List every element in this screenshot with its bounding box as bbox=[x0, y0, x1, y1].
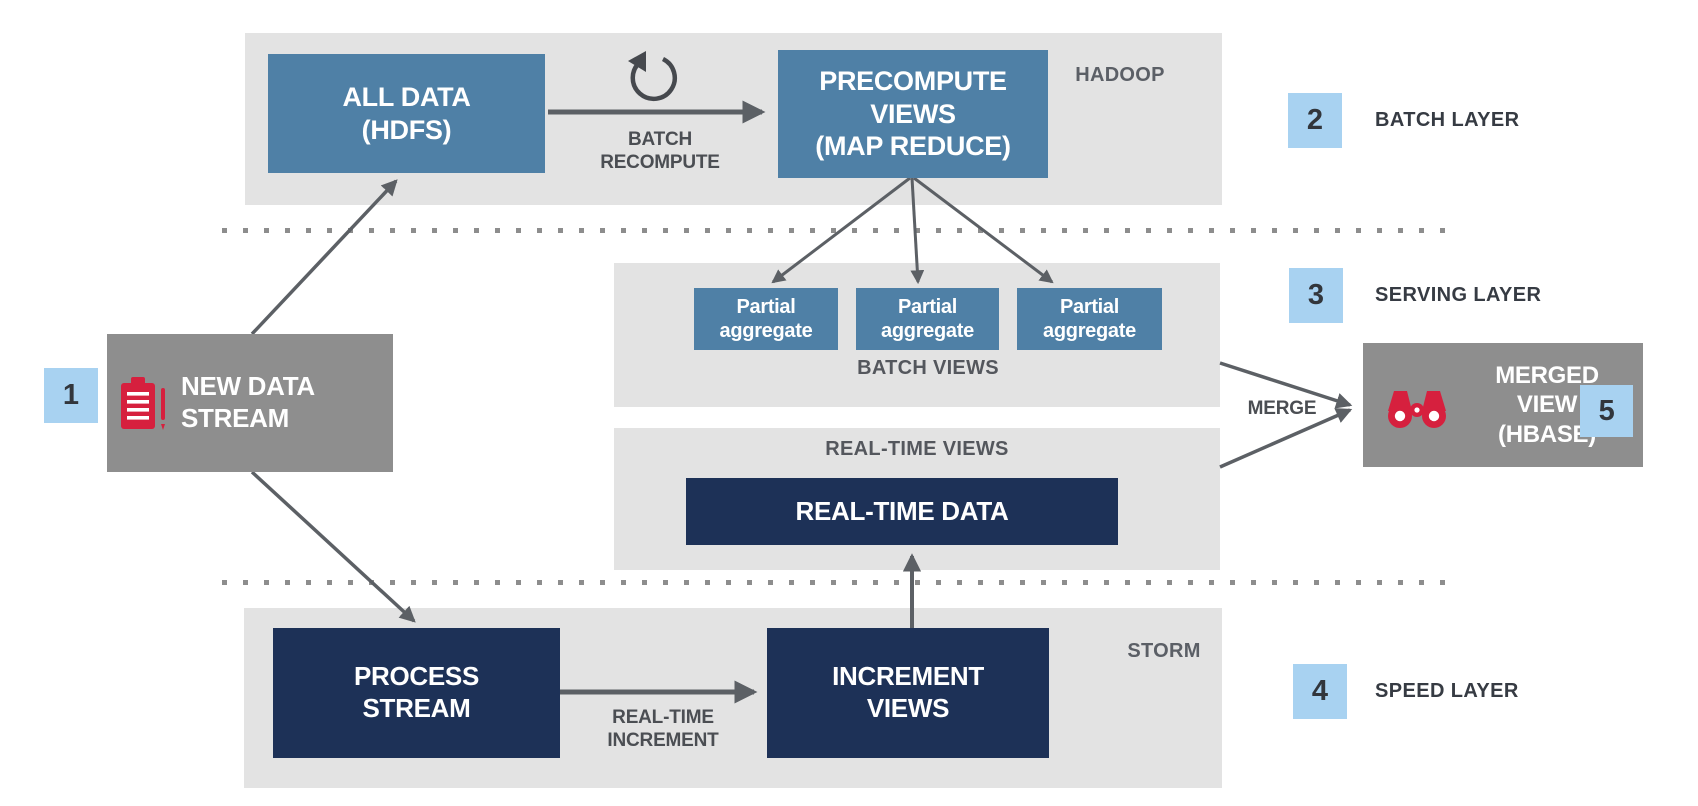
all-data-node: ALL DATA (HDFS) bbox=[268, 54, 545, 173]
hadoop-label: HADOOP bbox=[1075, 64, 1165, 86]
all-data-line2: (HDFS) bbox=[361, 114, 452, 145]
merged-line1: MERGED bbox=[1495, 362, 1599, 390]
increment-line1: INCREMENT bbox=[832, 661, 984, 692]
batch-views-label: BATCH VIEWS bbox=[857, 357, 999, 379]
increment-line2: VIEWS bbox=[866, 693, 950, 723]
batch-recompute-line1: BATCH bbox=[627, 129, 693, 150]
marker-1-badge: 1 bbox=[44, 368, 98, 423]
arrow-precompute-to-partial-2 bbox=[910, 177, 925, 285]
precompute-line1: PRECOMPUTE bbox=[819, 65, 1007, 96]
new-data-line2: STREAM bbox=[181, 403, 289, 433]
merged-line3: (HBASE) bbox=[1498, 420, 1596, 448]
storm-label: STORM bbox=[1127, 640, 1201, 662]
arrow-precompute-to-partial-1 bbox=[771, 176, 911, 284]
process-line2: STREAM bbox=[362, 693, 471, 723]
partial-1-line2: aggregate bbox=[719, 320, 813, 342]
new-data-line1: NEW DATA bbox=[181, 371, 315, 402]
increment-views-node: INCREMENT VIEWS bbox=[767, 628, 1049, 758]
partial-aggregate-node-1: Partial aggregate bbox=[694, 288, 838, 350]
process-stream-node: PROCESS STREAM bbox=[273, 628, 560, 758]
batch-recompute-line2: RECOMPUTE bbox=[600, 152, 720, 173]
partial-1-line1: Partial bbox=[736, 295, 796, 318]
layer-separator-top bbox=[222, 228, 1453, 233]
all-data-line1: ALL DATA bbox=[342, 81, 471, 112]
batch-recompute-label: BATCH RECOMPUTE bbox=[560, 128, 760, 174]
speed-layer-label: SPEED LAYER bbox=[1375, 680, 1519, 702]
refresh-icon bbox=[628, 51, 677, 102]
marker-3-badge: 3 bbox=[1289, 268, 1343, 323]
precompute-line2: VIEWS bbox=[870, 98, 956, 129]
realtime-data-node: REAL-TIME DATA bbox=[686, 478, 1118, 545]
batch-layer-label: BATCH LAYER bbox=[1375, 109, 1520, 131]
realtime-increment-line2: INCREMENT bbox=[607, 730, 719, 751]
clipboard-icon bbox=[121, 377, 165, 430]
binoculars-icon bbox=[1388, 391, 1446, 428]
partial-aggregate-node-3: Partial aggregate bbox=[1017, 288, 1162, 350]
merge-label: MERGE bbox=[1247, 398, 1317, 419]
arrow-realtimeviews-to-merged bbox=[1219, 408, 1353, 469]
serving-layer-label: SERVING LAYER bbox=[1375, 284, 1542, 306]
arrow-newdata-to-alldata bbox=[250, 179, 398, 336]
arrow-batchviews-to-merged bbox=[1219, 361, 1353, 409]
marker-5-badge: 5 bbox=[1580, 385, 1633, 437]
realtime-data-label: REAL-TIME DATA bbox=[795, 495, 1009, 526]
partial-3-line1: Partial bbox=[1059, 295, 1120, 318]
realtime-increment-line1: REAL-TIME bbox=[612, 707, 714, 728]
partial-aggregate-node-2: Partial aggregate bbox=[856, 288, 999, 350]
merged-view-node: MERGED VIEW (HBASE) 5 bbox=[1363, 343, 1643, 467]
marker-2-badge: 2 bbox=[1288, 93, 1342, 148]
marker-4-badge: 4 bbox=[1293, 664, 1347, 719]
precompute-line3: (MAP REDUCE) bbox=[815, 131, 1011, 162]
layer-separator-bottom bbox=[222, 580, 1453, 585]
arrow-precompute-to-partial-3 bbox=[913, 176, 1054, 284]
realtime-views-label: REAL-TIME VIEWS bbox=[825, 438, 1009, 460]
new-data-stream-node: NEW DATA STREAM bbox=[107, 334, 393, 472]
merged-line2: VIEW bbox=[1516, 391, 1578, 419]
realtime-increment-label: REAL-TIME INCREMENT bbox=[563, 706, 763, 752]
partial-3-line2: aggregate bbox=[1043, 320, 1136, 342]
partial-2-line2: aggregate bbox=[881, 320, 974, 342]
process-line1: PROCESS bbox=[353, 661, 480, 692]
precompute-views-node: PRECOMPUTE VIEWS (MAP REDUCE) bbox=[778, 50, 1048, 178]
partial-2-line1: Partial bbox=[897, 295, 958, 318]
arrow-newdata-to-process bbox=[250, 470, 416, 623]
